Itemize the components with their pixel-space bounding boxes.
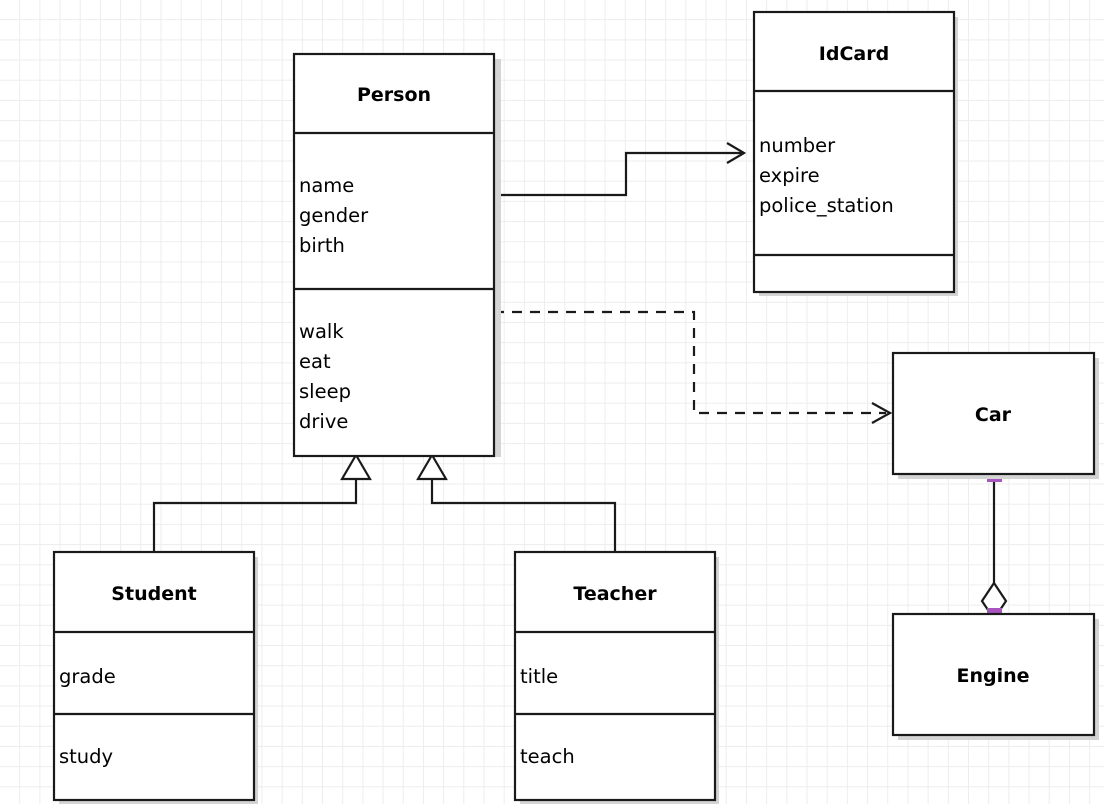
class-student[interactable]: Student grade study <box>52 550 258 804</box>
class-body[interactable] <box>891 351 1096 476</box>
open-arrowhead-icon <box>726 142 747 164</box>
class-method: sleep <box>299 380 351 403</box>
class-body[interactable] <box>292 52 496 458</box>
class-attribute: title <box>520 665 558 688</box>
class-method: study <box>59 745 113 768</box>
class-body[interactable] <box>752 10 956 294</box>
dependency-line[interactable] <box>494 310 886 415</box>
class-name: Student <box>111 583 196 605</box>
relation-teacher-person[interactable] <box>416 452 617 552</box>
class-idcard[interactable]: IdCard number expire police_station <box>752 10 958 296</box>
class-name: Teacher <box>573 583 657 605</box>
class-attribute: number <box>759 134 836 157</box>
class-body[interactable] <box>891 612 1096 737</box>
class-name: Engine <box>956 665 1029 687</box>
open-arrowhead-icon <box>871 402 893 424</box>
class-method: teach <box>520 745 575 768</box>
class-person[interactable]: Person name gender birth walk eat sleep … <box>292 52 501 458</box>
class-teacher[interactable]: Teacher title teach <box>513 550 719 804</box>
association-line[interactable] <box>494 151 742 197</box>
class-attribute: expire <box>759 164 820 187</box>
class-body[interactable] <box>52 550 256 802</box>
class-body[interactable] <box>513 550 717 802</box>
relation-car-engine[interactable] <box>980 467 1008 623</box>
hollow-triangle-arrowhead-icon <box>340 452 372 481</box>
class-name: IdCard <box>819 43 889 65</box>
class-name: Car <box>975 404 1012 426</box>
class-method: drive <box>299 410 348 433</box>
generalization-line[interactable] <box>152 477 358 552</box>
hollow-triangle-arrowhead-icon <box>416 452 448 481</box>
class-method: eat <box>299 350 331 373</box>
class-attribute: gender <box>299 204 369 227</box>
generalization-line[interactable] <box>430 477 617 552</box>
class-car[interactable]: Car <box>891 351 1099 479</box>
class-method: walk <box>299 320 344 343</box>
class-engine[interactable]: Engine <box>891 612 1099 740</box>
relation-person-car[interactable] <box>494 310 893 424</box>
relation-person-idcard[interactable] <box>494 142 747 197</box>
class-attribute: name <box>299 174 354 197</box>
class-attribute: police_station <box>759 194 894 217</box>
relation-student-person[interactable] <box>152 452 372 552</box>
class-attribute: birth <box>299 234 345 257</box>
class-name: Person <box>357 84 431 106</box>
class-attribute: grade <box>59 665 116 688</box>
